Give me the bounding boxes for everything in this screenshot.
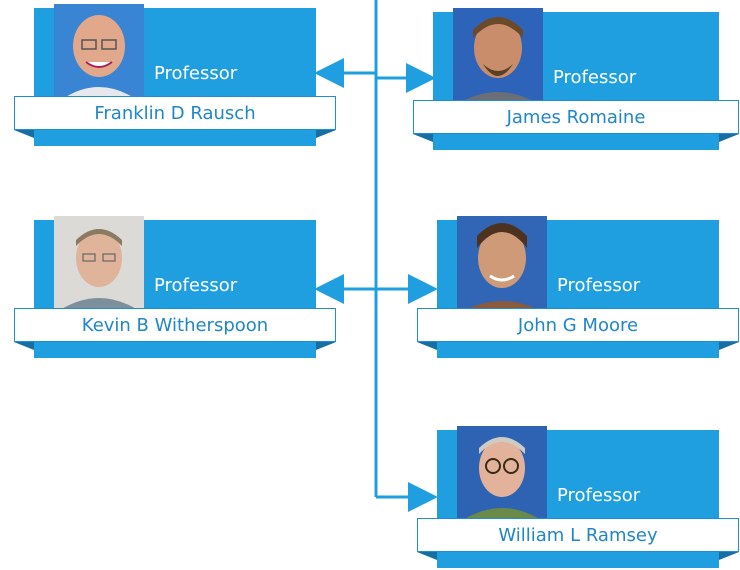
person-name: James Romaine bbox=[506, 106, 646, 128]
title-label: Professor bbox=[553, 67, 637, 88]
person-name: Kevin B Witherspoon bbox=[81, 314, 269, 336]
banner-fold-left bbox=[417, 552, 437, 560]
person-photo bbox=[457, 426, 547, 520]
person-photo bbox=[453, 8, 543, 102]
person-photo bbox=[457, 216, 547, 310]
person-name: John G Moore bbox=[517, 314, 639, 336]
title-label: Professor bbox=[557, 485, 641, 506]
person-photo bbox=[54, 4, 144, 98]
name-banner: Kevin B Witherspoon bbox=[14, 308, 336, 342]
banner-fold-left bbox=[14, 342, 34, 350]
banner-fold-right bbox=[719, 134, 739, 142]
name-banner: Franklin D Rausch bbox=[14, 96, 336, 130]
name-banner: William L Ramsey bbox=[417, 518, 739, 552]
name-banner: John G Moore bbox=[417, 308, 739, 342]
banner-fold-right bbox=[719, 552, 739, 560]
person-name: William L Ramsey bbox=[498, 524, 658, 546]
banner-fold-left bbox=[413, 134, 433, 142]
person-name: Franklin D Rausch bbox=[94, 102, 256, 124]
banner-fold-left bbox=[417, 342, 437, 350]
org-card-romaine[interactable]: Professor James Romaine bbox=[413, 8, 739, 150]
org-card-witherspoon[interactable]: Professor Kevin B Witherspoon bbox=[14, 216, 336, 358]
org-card-ramsey[interactable]: Professor William L Ramsey bbox=[417, 426, 739, 568]
title-label: Professor bbox=[154, 63, 238, 84]
title-label: Professor bbox=[557, 275, 641, 296]
banner-fold-right bbox=[316, 342, 336, 350]
banner-fold-right bbox=[316, 130, 336, 138]
org-card-rausch[interactable]: Professor Franklin D Rausch bbox=[14, 4, 336, 146]
title-label: Professor bbox=[154, 275, 238, 296]
banner-fold-left bbox=[14, 130, 34, 138]
org-card-moore[interactable]: Professor John G Moore bbox=[417, 216, 739, 358]
banner-fold-right bbox=[719, 342, 739, 350]
person-photo bbox=[54, 216, 144, 310]
name-banner: James Romaine bbox=[413, 100, 739, 134]
